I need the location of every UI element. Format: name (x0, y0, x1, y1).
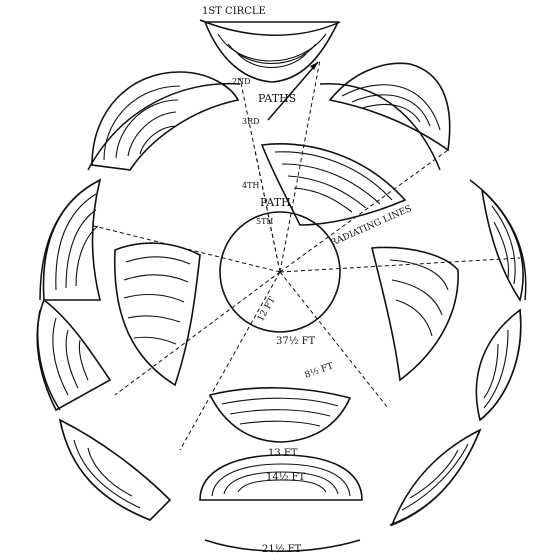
label-fourth: 4TH (242, 181, 259, 190)
label-second: 2ND (232, 77, 251, 86)
center-circle (219, 211, 341, 333)
inner-bed-left (113, 242, 201, 387)
bed-lower-left (36, 298, 112, 412)
label-third: 3RD (242, 117, 260, 126)
label-path: PATH (260, 196, 291, 209)
label-first-circle: 1ST CIRCLE (202, 6, 266, 17)
bed-bottom-right (390, 428, 482, 527)
bed-right (480, 187, 524, 302)
radiating-lines (89, 59, 521, 451)
path-arrow (267, 61, 319, 121)
bed-left (42, 178, 102, 301)
bed-bottom-left (58, 418, 172, 521)
label-radiating-lines: RADIATING LINES (329, 204, 413, 249)
inner-bed-right (370, 246, 459, 382)
path-arrow-head (310, 62, 318, 70)
label-twenty-one-half-ft: 21½ FT (262, 544, 302, 555)
label-eight-half-ft: 8½ FT (303, 360, 335, 380)
inner-bed-top-right (260, 143, 407, 226)
bed-lower-right (475, 308, 522, 422)
label-fifth: 5TH (256, 217, 273, 226)
label-paths: PATHS (258, 92, 296, 105)
label-thirty-seven-half-ft: 37½ FT (276, 336, 316, 347)
bed-top (203, 21, 340, 83)
bed-upper-left (91, 71, 240, 171)
label-fourteen-half-ft: 14½ FT (266, 472, 306, 483)
inner-bed-bottom (208, 387, 352, 443)
bed-bottom (199, 454, 363, 501)
bed-upper-right (328, 62, 451, 152)
label-thirteen-ft: 13 FT (268, 448, 298, 459)
